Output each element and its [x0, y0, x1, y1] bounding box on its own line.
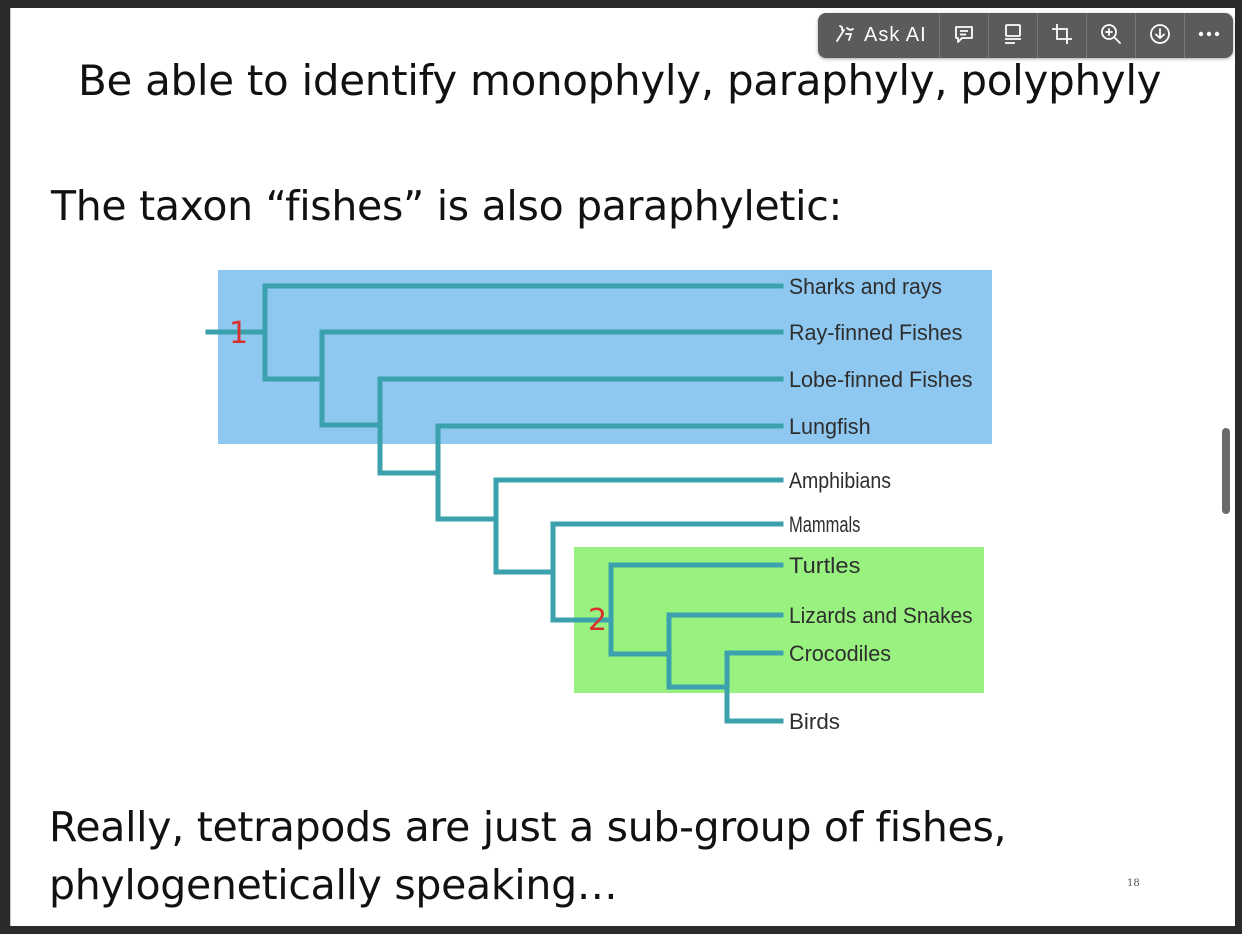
zoom-in-icon — [1099, 22, 1123, 50]
tree-branches — [205, 283, 784, 724]
slide-footer-line-1: Really, tetrapods are just a sub-group o… — [49, 803, 1007, 851]
taxon-label: Turtles — [789, 553, 860, 578]
ask-ai-label: Ask AI — [864, 24, 927, 46]
taxon-label: Birds — [789, 709, 840, 734]
vertical-scrollbar[interactable] — [1222, 428, 1230, 514]
download-button[interactable] — [1136, 13, 1185, 58]
fishes-highlight-box — [218, 270, 992, 444]
taxon-label: Lobe-finned Fishes — [789, 367, 973, 392]
taxon-label: Sharks and rays — [789, 274, 942, 299]
summary-button[interactable] — [989, 13, 1038, 58]
reptiles-highlight-box — [574, 547, 984, 693]
taxon-label: Crocodiles — [789, 641, 891, 666]
slide-page: Be able to identify monophyly, paraphyly… — [10, 8, 1235, 926]
summary-icon — [1001, 22, 1025, 50]
crop-icon — [1050, 22, 1074, 50]
more-icon — [1196, 22, 1222, 50]
comment-icon — [952, 22, 976, 50]
page-number: 18 — [1127, 878, 1140, 889]
taxon-label: Ray-finned Fishes — [789, 320, 962, 345]
taxon-label: Mammals — [789, 512, 860, 537]
slide-subtitle: The taxon “fishes” is also paraphyletic: — [51, 182, 843, 230]
slide-footer-line-2: phylogenetically speaking… — [49, 861, 618, 909]
comment-button[interactable] — [940, 13, 989, 58]
taxon-label: Lungfish — [789, 414, 871, 439]
pdf-toolbar: Ask AI — [818, 13, 1233, 58]
zoom-in-button[interactable] — [1087, 13, 1136, 58]
taxon-label: Amphibians — [789, 468, 891, 493]
download-icon — [1148, 22, 1172, 50]
node-marker-1: 1 — [229, 316, 248, 351]
taxon-label: Lizards and Snakes — [789, 603, 973, 628]
crop-button[interactable] — [1038, 13, 1087, 58]
more-button[interactable] — [1185, 13, 1233, 58]
ask-ai-button[interactable]: Ask AI — [818, 13, 940, 58]
slide-heading: Be able to identify monophyly, paraphyly… — [78, 56, 1162, 105]
node-marker-2: 2 — [588, 603, 607, 638]
ask-ai-icon — [834, 22, 864, 50]
